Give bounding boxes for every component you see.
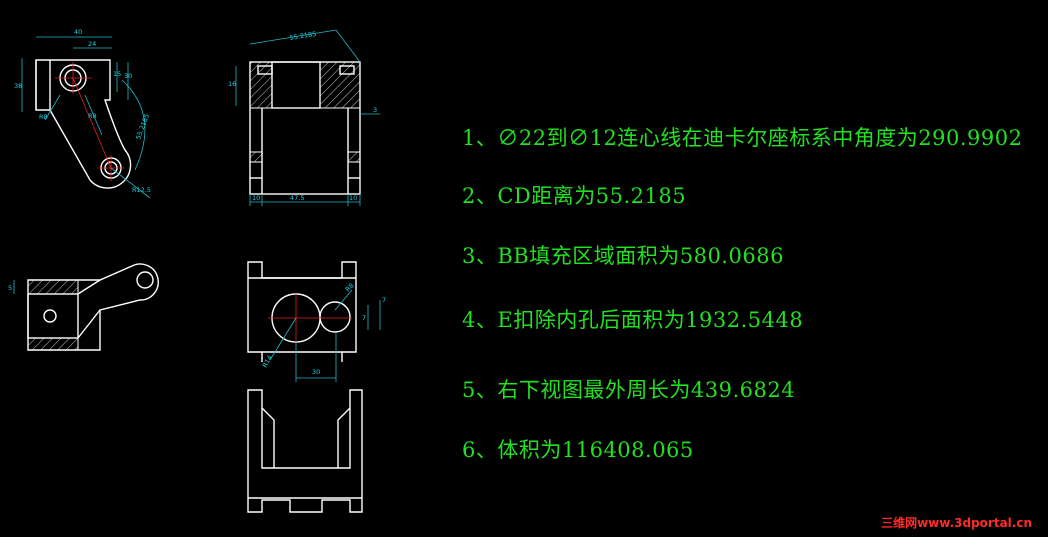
dim-7-a: 7 xyxy=(362,314,366,322)
dim-30: 30 xyxy=(124,72,132,80)
dim-3: 3 xyxy=(373,106,377,114)
note-5: 5、右下视图最外周长为439.6824 xyxy=(462,378,796,402)
dim-7-b: 7 xyxy=(382,296,386,304)
top-left-view xyxy=(21,36,151,199)
note-2: 2、CD距离为55.2185 xyxy=(462,184,687,208)
dim-10-right: 10 xyxy=(349,194,357,202)
dim-5: 5 xyxy=(8,284,12,292)
mid-right-dim-labels: R8 7 7 R14 30 xyxy=(261,282,386,376)
dim-40: 40 xyxy=(74,28,82,36)
dim-55-2185: 55.2185 xyxy=(289,30,317,42)
dim-r12-5: R12.5 xyxy=(132,186,151,194)
dim-10-left: 10 xyxy=(252,194,260,202)
dim-55-2185-arc: 55.2185 xyxy=(134,113,151,141)
top-right-view xyxy=(235,29,380,206)
mid-right-view xyxy=(247,261,381,382)
dim-r8: R8 xyxy=(344,282,356,294)
dim-30: 30 xyxy=(312,368,320,376)
note-4: 4、E扣除内孔后面积为1932.5448 xyxy=(462,308,804,332)
note-3: 3、BB填充区域面积为580.0686 xyxy=(462,244,784,268)
dim-r8-b: R8 xyxy=(88,112,97,120)
mid-left-view xyxy=(13,263,159,351)
watermark: 三维网www.3dportal.cn xyxy=(881,516,1032,530)
dim-16: 16 xyxy=(228,80,236,88)
bottom-right-view xyxy=(247,389,363,513)
note-6: 6、体积为116408.065 xyxy=(462,438,694,462)
dim-47-5: 47.5 xyxy=(290,194,304,202)
dim-15: 15 xyxy=(113,70,121,78)
dim-r8-a: R8 xyxy=(39,113,48,121)
note-1: 1、∅22到∅12连心线在迪卡尔座标系中角度为290.9902 xyxy=(462,126,1023,150)
dim-24: 24 xyxy=(88,40,96,48)
dim-38: 38 xyxy=(14,82,22,90)
